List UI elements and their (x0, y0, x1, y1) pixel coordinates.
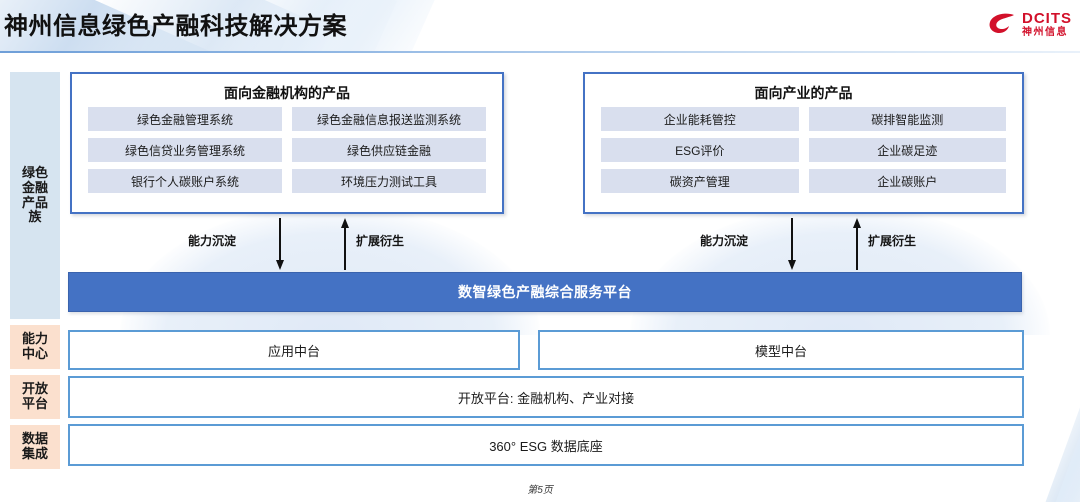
product-tile[interactable]: 绿色金融管理系统 (88, 107, 282, 131)
product-group-financial-institutions: 面向金融机构的产品 绿色金融管理系统 绿色金融信息报送监测系统 绿色信贷业务管理… (70, 72, 504, 214)
slide-header: 神州信息绿色产融科技解决方案 DCITS 神州信息 (0, 0, 1080, 53)
product-group-industry: 面向产业的产品 企业能耗管控 碳排智能监测 ESG评价 企业碳足迹 碳资产管理 … (583, 72, 1024, 214)
product-tile[interactable]: 碳排智能监测 (808, 107, 1006, 131)
product-tile[interactable]: ESG评价 (601, 138, 799, 162)
platform-bar[interactable]: 数智绿色产融综合服务平台 (68, 272, 1022, 312)
arrow-down-icon (276, 218, 284, 270)
product-tile[interactable]: 碳资产管理 (601, 169, 799, 193)
layer-application-middle-platform[interactable]: 应用中台 (68, 330, 520, 370)
flow-label-capability-precipitation: 能力沉淀 (188, 234, 237, 248)
arrow-up-icon (853, 218, 861, 270)
flow-label-expansion-derivation: 扩展衍生 (868, 234, 917, 248)
product-tile[interactable]: 绿色供应链金融 (292, 138, 486, 162)
arrow-down-icon (788, 218, 796, 270)
flow-label-expansion-derivation: 扩展衍生 (356, 234, 405, 248)
product-tile[interactable]: 企业碳账户 (808, 169, 1006, 193)
logo-text-block: DCITS 神州信息 (1022, 11, 1072, 38)
arrow-up-icon (341, 218, 349, 270)
rail-label-text: 数据 集成 (21, 431, 48, 461)
rail-label-text: 开放 平台 (21, 381, 48, 411)
product-tile-grid: 绿色金融管理系统 绿色金融信息报送监测系统 绿色信贷业务管理系统 绿色供应链金融… (88, 107, 486, 193)
corner-streak-b (1038, 272, 1080, 502)
rail-label-open-platform: 开放 平台 (10, 375, 60, 419)
rail-label-text: 绿色 金融 产品 族 (21, 164, 48, 225)
rail-label-text: 能力 中心 (21, 331, 48, 361)
product-tile[interactable]: 企业碳足迹 (808, 138, 1006, 162)
rail-label-data-integration: 数据 集成 (10, 425, 60, 469)
layer-data-foundation[interactable]: 360° ESG 数据底座 (68, 424, 1024, 466)
product-tile[interactable]: 环境压力测试工具 (292, 169, 486, 193)
rail-label-ability-center: 能力 中心 (10, 325, 60, 369)
product-group-title: 面向产业的产品 (754, 85, 853, 101)
rail-label-green-finance-family: 绿色 金融 产品 族 (10, 72, 60, 319)
product-tile-grid: 企业能耗管控 碳排智能监测 ESG评价 企业碳足迹 碳资产管理 企业碳账户 (601, 107, 1006, 193)
corner-streak-c (1076, 272, 1080, 502)
logo-en-text: DCITS (1022, 9, 1072, 27)
dcits-swirl-icon (989, 13, 1014, 33)
product-tile[interactable]: 企业能耗管控 (601, 107, 799, 131)
header-divider (0, 51, 1080, 53)
page-title: 神州信息绿色产融科技解决方案 (4, 13, 347, 40)
flow-group-left: 能力沉淀 扩展衍生 (160, 218, 460, 276)
product-tile[interactable]: 银行个人碳账户系统 (88, 169, 282, 193)
product-tile[interactable]: 绿色信贷业务管理系统 (88, 138, 282, 162)
flow-group-right: 能力沉淀 扩展衍生 (672, 218, 972, 276)
flow-label-capability-precipitation: 能力沉淀 (700, 234, 749, 248)
layer-model-middle-platform[interactable]: 模型中台 (538, 330, 1024, 370)
layer-open-platform[interactable]: 开放平台: 金融机构、产业对接 (68, 376, 1024, 418)
logo-cn-text: 神州信息 (1022, 26, 1068, 38)
product-group-title: 面向金融机构的产品 (224, 85, 350, 101)
page-number: 第5页 (527, 485, 553, 496)
corner-streak-a (1041, 272, 1080, 502)
product-tile[interactable]: 绿色金融信息报送监测系统 (292, 107, 486, 131)
dcits-logo: DCITS 神州信息 (987, 7, 1072, 41)
